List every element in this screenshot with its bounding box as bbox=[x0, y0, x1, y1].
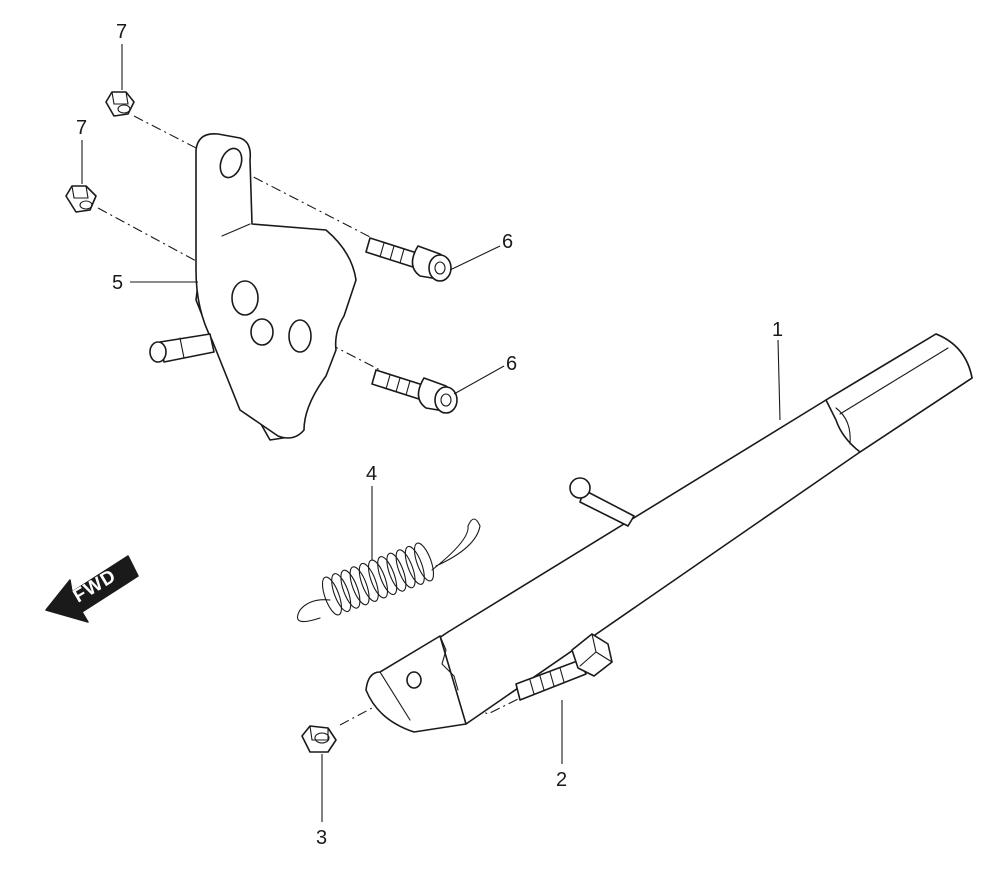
forward-direction-arrow: FWD bbox=[45, 555, 139, 623]
side-stand-part-1 bbox=[365, 333, 973, 733]
spring-coil bbox=[349, 566, 370, 606]
spring-coil bbox=[358, 562, 379, 602]
spring-coil bbox=[377, 556, 398, 596]
spring-coil bbox=[321, 576, 343, 616]
spring-coil bbox=[395, 549, 416, 589]
callout-5: 5 bbox=[112, 272, 123, 294]
spring-coil bbox=[386, 552, 407, 592]
callout-6-lower: 6 bbox=[506, 353, 517, 375]
nut-part-7-lower bbox=[65, 185, 97, 213]
hex-bolt-part-2 bbox=[515, 633, 613, 701]
socket-bolt-part-6-upper bbox=[365, 237, 452, 282]
bracket-part-5 bbox=[149, 133, 357, 441]
spring-coil bbox=[331, 573, 352, 613]
callout-leaders bbox=[81, 44, 781, 822]
spring-coil bbox=[413, 542, 435, 582]
nut-part-7-upper bbox=[105, 91, 135, 117]
callout-1: 1 bbox=[772, 319, 783, 341]
nut-part-3 bbox=[301, 725, 337, 753]
spring-coil bbox=[340, 569, 361, 609]
callout-7-upper: 7 bbox=[116, 21, 127, 43]
callout-2: 2 bbox=[556, 769, 567, 791]
callout-4: 4 bbox=[366, 463, 377, 485]
callout-6-upper: 6 bbox=[502, 231, 513, 253]
callout-3: 3 bbox=[316, 827, 327, 849]
callout-7-lower: 7 bbox=[76, 117, 87, 139]
callout-numbers: 1 2 3 4 5 6 6 7 7 bbox=[76, 21, 783, 849]
spring-part-4 bbox=[296, 518, 481, 623]
socket-bolt-part-6-lower bbox=[371, 369, 458, 414]
spring-coil bbox=[367, 559, 389, 599]
spring-coil bbox=[404, 545, 425, 585]
